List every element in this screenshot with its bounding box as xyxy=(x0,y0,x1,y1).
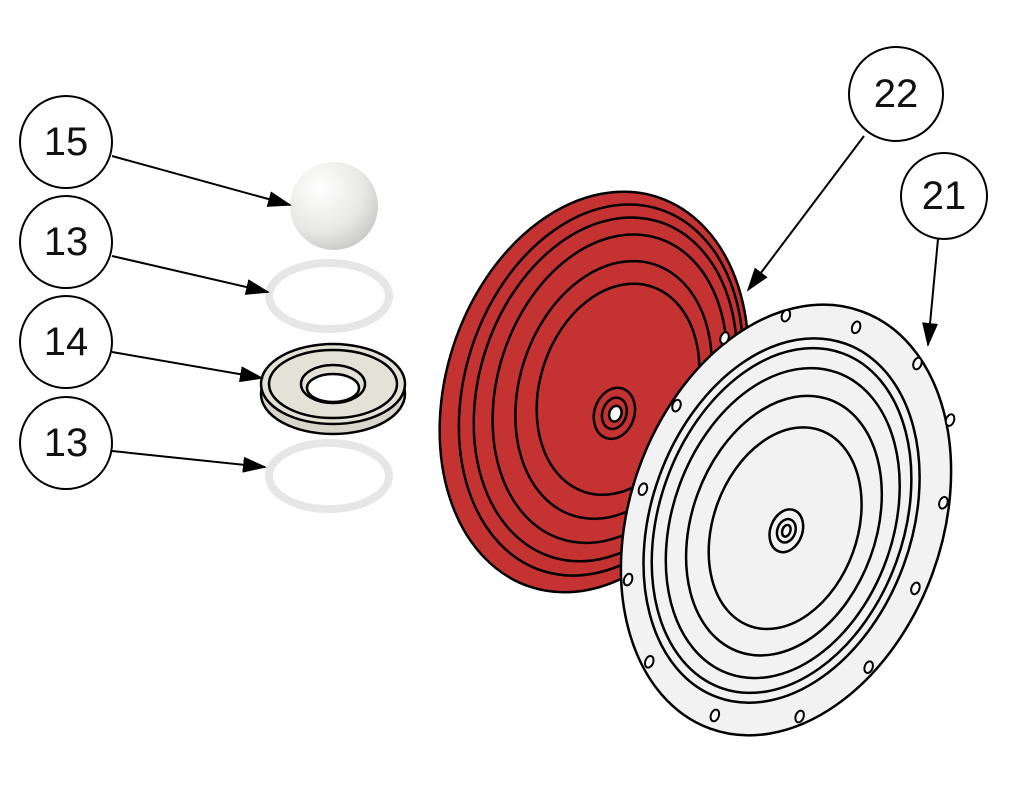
callout-13-top: 13 xyxy=(19,195,113,289)
leader-14 xyxy=(111,351,264,383)
callout-label: 13 xyxy=(44,220,89,264)
backup-plate-part xyxy=(619,303,956,737)
seat-part xyxy=(259,342,407,436)
leader-13-bottom xyxy=(111,450,267,473)
oring-top-part xyxy=(265,259,393,333)
callout-label: 14 xyxy=(44,320,89,364)
callout-label: 21 xyxy=(922,174,967,218)
callout-14: 14 xyxy=(19,295,113,389)
leader-15 xyxy=(111,155,292,207)
callout-22: 22 xyxy=(848,46,944,142)
leader-13-top xyxy=(111,255,270,295)
callout-label: 22 xyxy=(874,72,919,116)
callout-label: 13 xyxy=(44,421,89,465)
leader-21 xyxy=(922,238,939,347)
leader-22 xyxy=(746,135,865,292)
callout-15: 15 xyxy=(19,95,113,189)
oring-bottom-part xyxy=(265,439,393,513)
callout-13-bottom: 13 xyxy=(19,396,113,490)
callout-21: 21 xyxy=(900,152,988,240)
ball-part xyxy=(290,162,378,250)
callout-label: 15 xyxy=(44,120,89,164)
leader-lines xyxy=(111,135,939,473)
